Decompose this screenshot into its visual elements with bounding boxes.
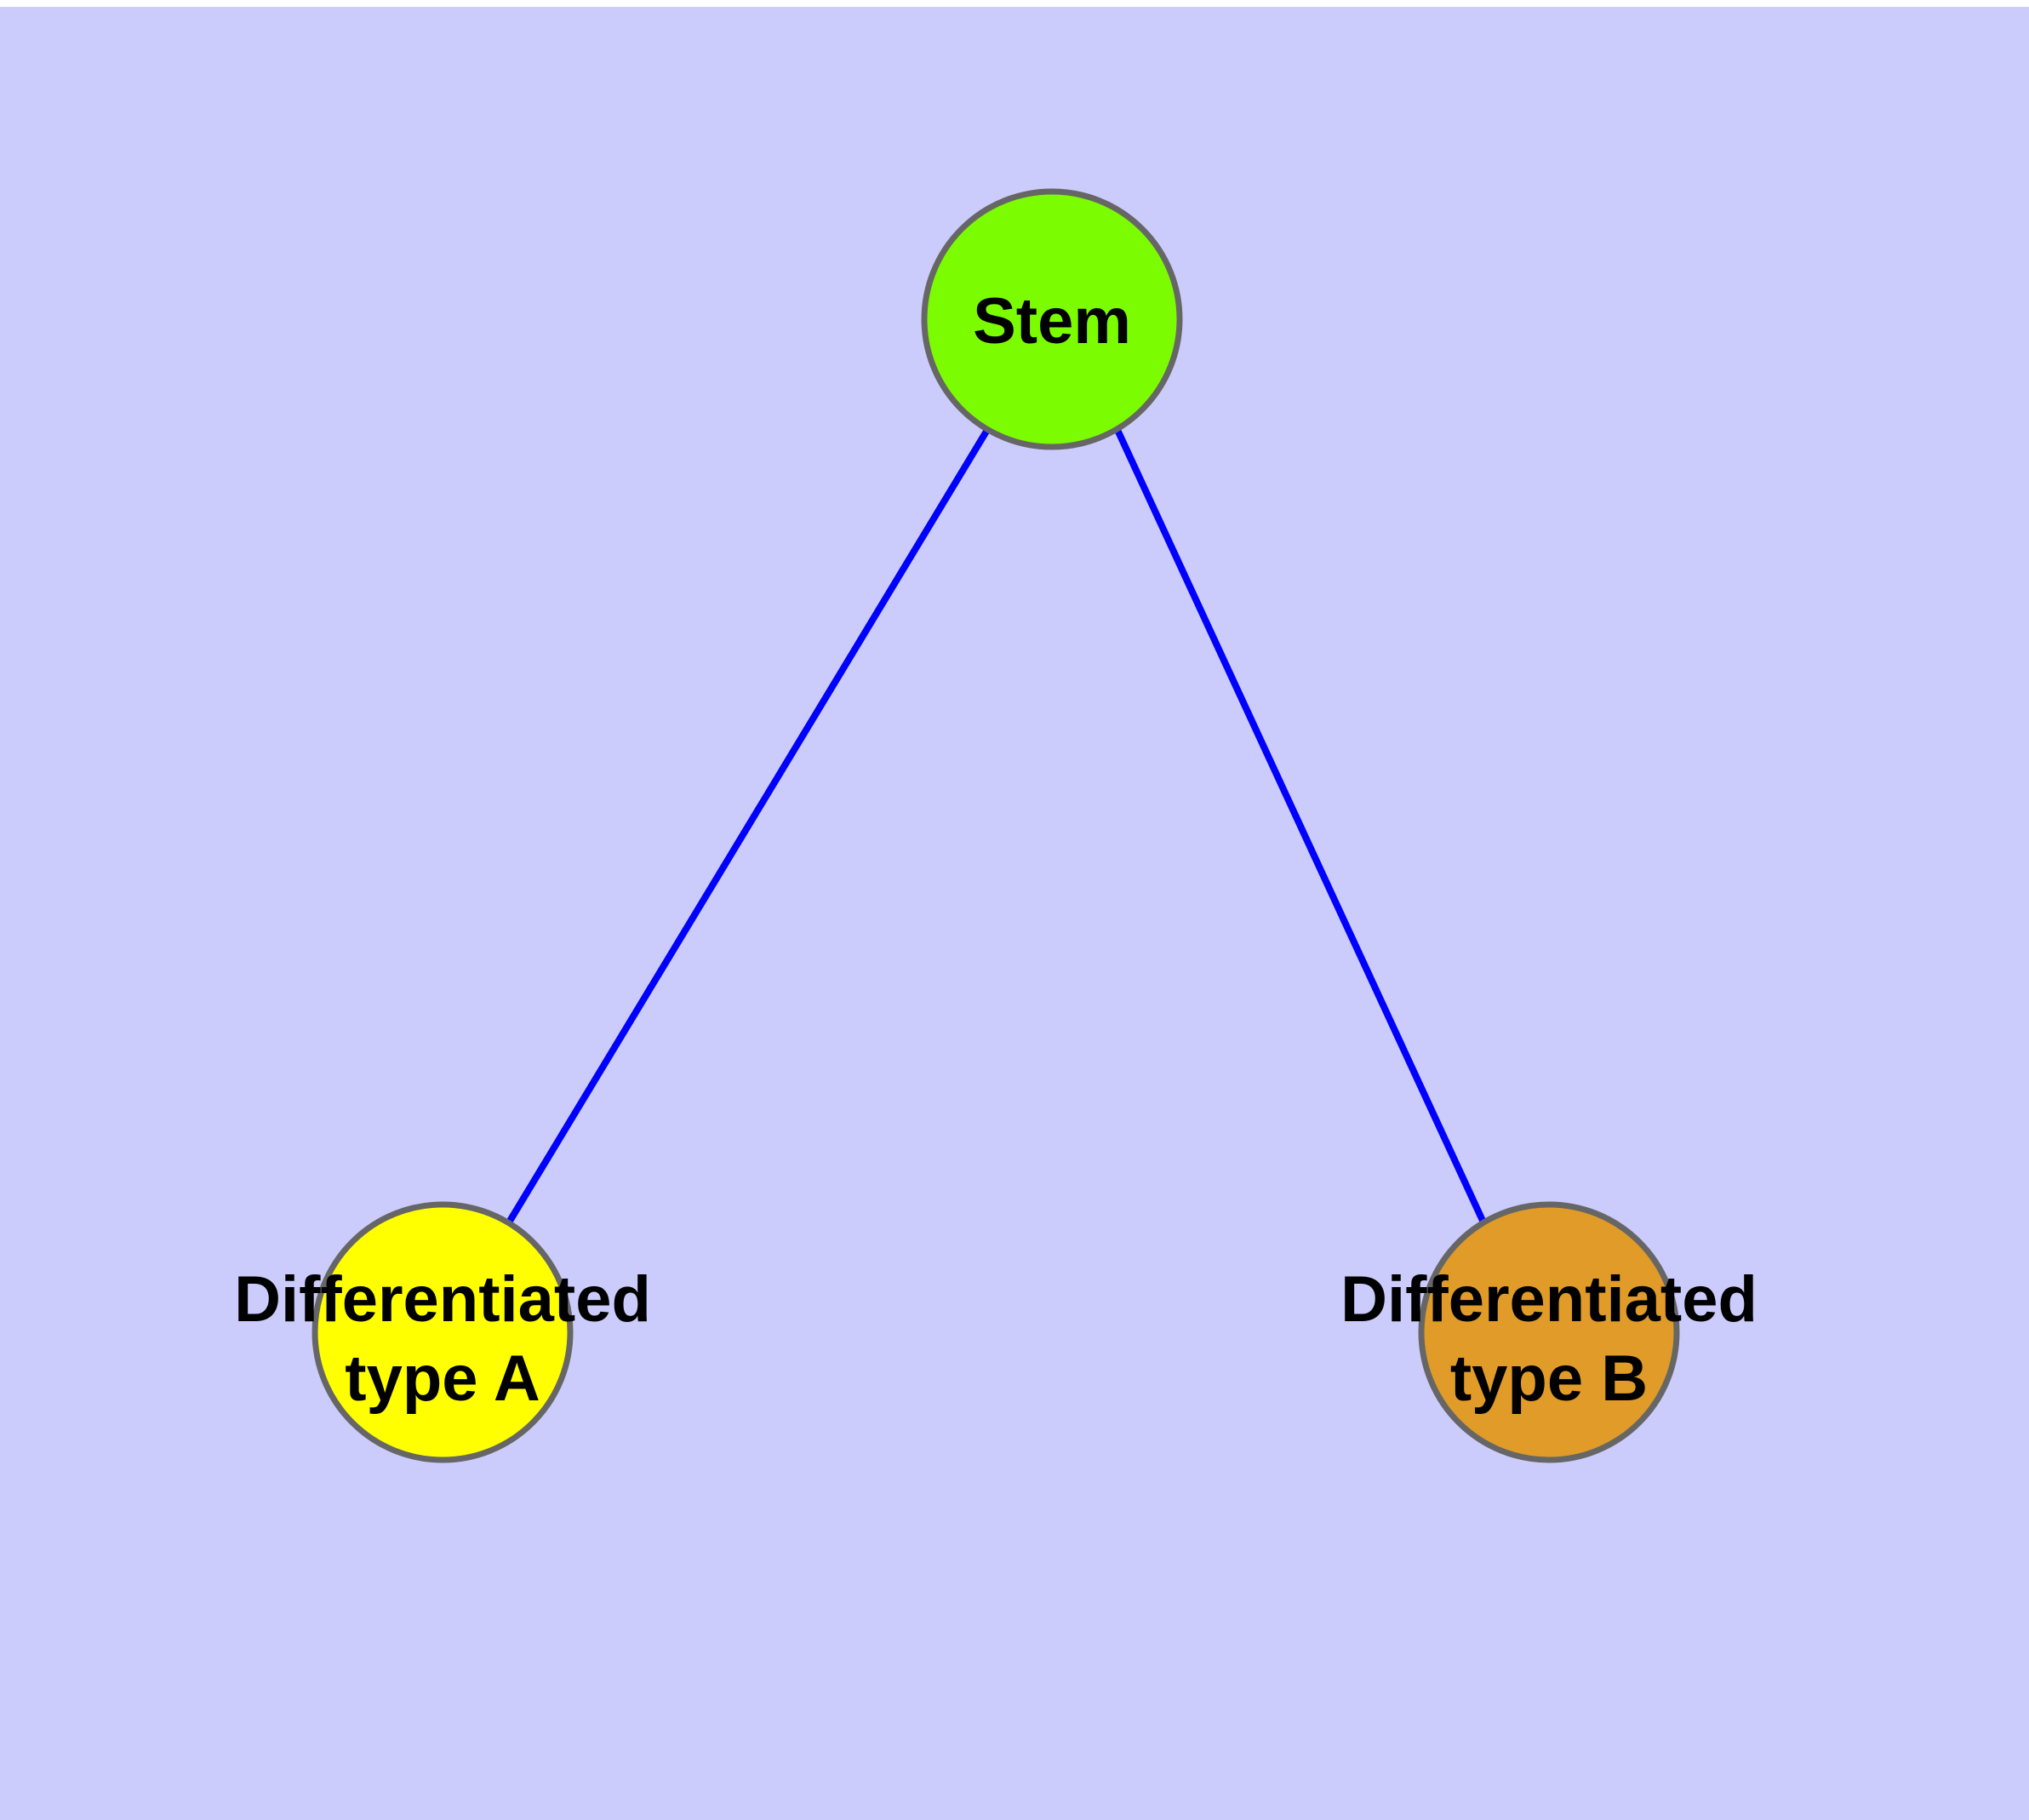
node-circle-stem[interactable] — [921, 188, 1183, 450]
diagram-plot-area: Stem Differentiated type A Differentiate… — [0, 7, 2029, 1820]
edge-stem-to-differentiated-type-b[interactable] — [1114, 428, 1487, 1224]
edges-layer — [506, 427, 1487, 1225]
node-differentiated-type-b[interactable] — [1418, 1201, 1680, 1463]
node-label-differentiated-type-a-line2: type A — [345, 1342, 540, 1415]
graph-svg: Stem Differentiated type A Differentiate… — [234, 188, 1758, 1463]
node-differentiated-type-a[interactable] — [311, 1201, 574, 1463]
labels-layer: Stem Differentiated type A Differentiate… — [234, 285, 1758, 1415]
node-circle-differentiated-type-a[interactable] — [311, 1201, 574, 1463]
node-stem[interactable] — [921, 188, 1183, 450]
node-circle-differentiated-type-b[interactable] — [1418, 1201, 1680, 1463]
node-label-differentiated-type-b-line1: Differentiated — [1340, 1263, 1758, 1336]
node-label-differentiated-type-a-line1: Differentiated — [234, 1263, 651, 1336]
nodes-layer — [311, 188, 1680, 1463]
node-label-differentiated-type-b-line2: type B — [1450, 1342, 1648, 1415]
node-label-stem: Stem — [973, 285, 1131, 358]
edge-stem-to-differentiated-type-a[interactable] — [506, 427, 991, 1225]
